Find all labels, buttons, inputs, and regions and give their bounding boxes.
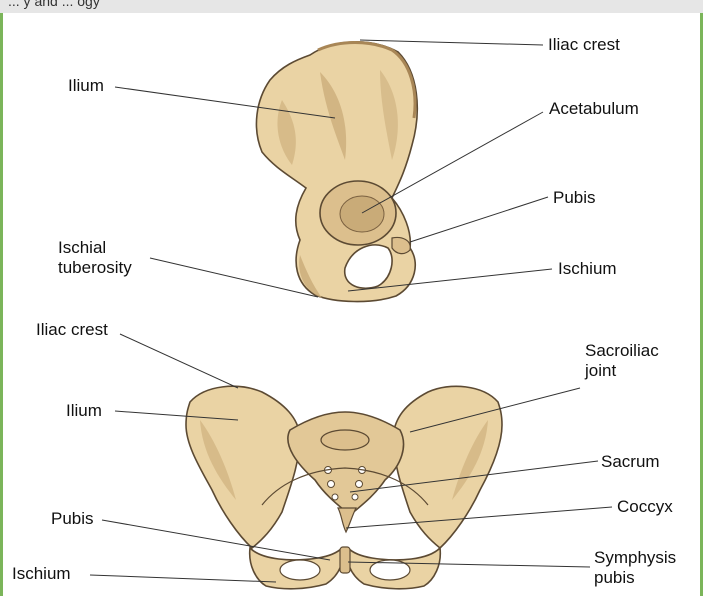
leader-ischium-bottom — [90, 575, 276, 582]
hip-bone-lateral — [256, 42, 417, 302]
label-sacroiliac-line1: Sacroiliac — [585, 341, 659, 361]
label-acetabulum: Acetabulum — [549, 99, 639, 119]
label-ilium-bottom: Ilium — [66, 401, 102, 421]
left-obturator-foramen — [280, 560, 320, 580]
label-iliac-crest-bottom: Iliac crest — [36, 320, 108, 340]
label-ischial-tuberosity-line1: Ischial — [58, 238, 132, 258]
ilium-blade — [256, 42, 417, 302]
label-ischium-bottom: Ischium — [12, 564, 71, 584]
left-ilium — [186, 386, 300, 548]
leader-iliac-crest-bottom — [120, 334, 238, 388]
acetabulum-fossa — [340, 196, 384, 232]
sacrum — [288, 412, 404, 515]
leader-pubis-bottom — [102, 520, 330, 560]
label-ilium-top: Ilium — [68, 76, 104, 96]
label-symphysis-pubis: Symphysis pubis — [594, 548, 676, 588]
leader-ischial-tuberosity — [150, 258, 318, 297]
label-pubis-bottom: Pubis — [51, 509, 94, 529]
label-symphysis-line1: Symphysis — [594, 548, 676, 568]
label-ischial-tuberosity-line2: tuberosity — [58, 258, 132, 278]
leader-iliac-crest-top — [360, 40, 543, 45]
label-sacroiliac-line2: joint — [585, 361, 659, 381]
label-pubis-top: Pubis — [553, 188, 596, 208]
right-ilium — [393, 386, 502, 548]
label-sacrum: Sacrum — [601, 452, 660, 472]
label-coccyx: Coccyx — [617, 497, 673, 517]
sacral-promontory — [321, 430, 369, 450]
label-symphysis-line2: pubis — [594, 568, 676, 588]
pelvis-anterior — [186, 386, 502, 589]
label-ischial-tuberosity: Ischial tuberosity — [58, 238, 132, 278]
pubic-symphysis — [340, 547, 350, 573]
label-ischium-top: Ischium — [558, 259, 617, 279]
label-iliac-crest-top: Iliac crest — [548, 35, 620, 55]
label-sacroiliac-joint: Sacroiliac joint — [585, 341, 659, 381]
leader-pubis-top — [410, 197, 548, 242]
leader-coccyx — [346, 507, 612, 528]
